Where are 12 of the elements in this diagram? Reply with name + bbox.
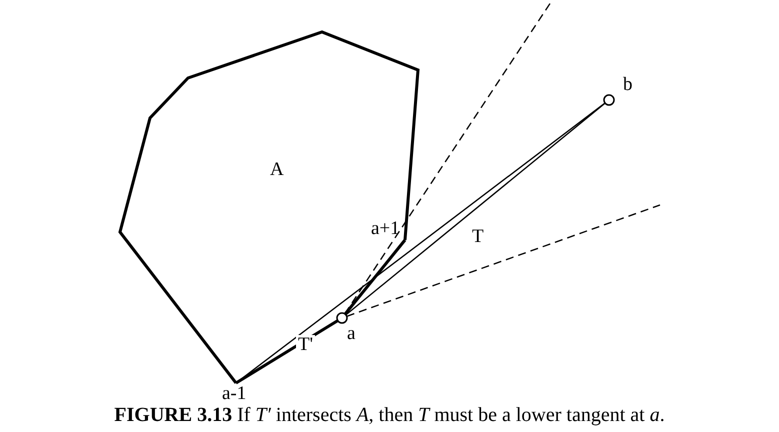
connector-line: [345, 102, 606, 316]
connector-line: [344, 239, 406, 316]
polygon-label: A: [270, 160, 284, 180]
connector-line: [235, 319, 339, 384]
connector-line: [236, 102, 606, 384]
point-label: a-1: [222, 384, 246, 404]
dashed-line: [346, 204, 660, 317]
point-label: a+1: [371, 219, 400, 239]
figure-caption: FIGURE 3.13 If T′ intersects A, then T must be a lower tangent at a.: [113, 404, 666, 427]
point-label: b: [623, 75, 632, 95]
dashed-line: [344, 2, 552, 314]
point-label: a: [347, 324, 356, 344]
